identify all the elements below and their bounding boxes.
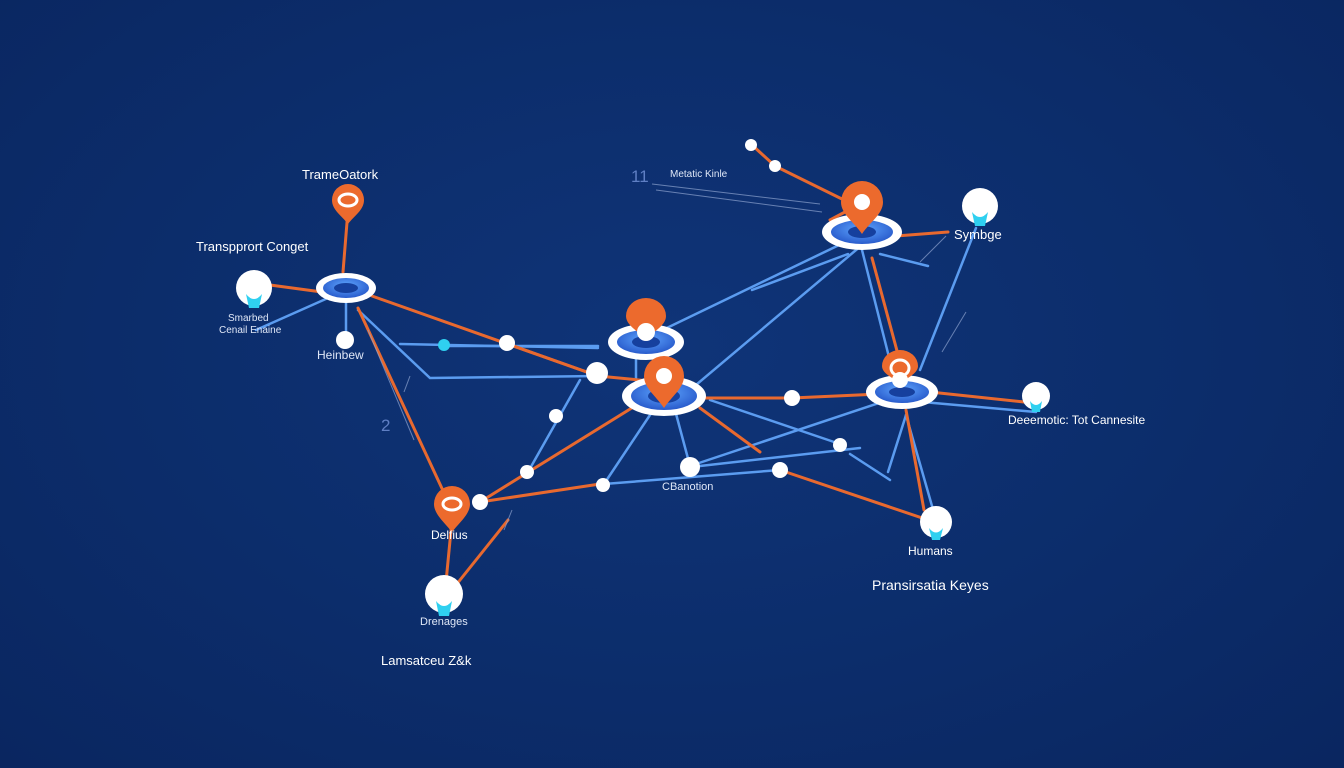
node-dot-icon [769, 160, 781, 172]
lightbulb-icon [1022, 382, 1050, 412]
edge [356, 308, 600, 380]
label-number-2: 2 [381, 416, 391, 435]
label-cenail-enaine: Cenail Enaine [219, 325, 282, 336]
edge [698, 406, 762, 454]
edge [688, 243, 864, 392]
edge [778, 468, 936, 524]
label-delfius: Delfius [431, 528, 468, 542]
label-metatic-kinle: Metatic Kinle [670, 169, 728, 180]
hub-gear-icon [866, 375, 938, 409]
edge [673, 408, 692, 468]
node-dot-icon [472, 494, 488, 510]
node-dot-icon [336, 331, 354, 349]
node-dot-icon [549, 409, 563, 423]
edge [928, 390, 1026, 404]
node-dot-icon [438, 339, 450, 351]
lightbulb-icon [962, 188, 998, 226]
node-dot-icon [499, 335, 515, 351]
label-humans: Humans [908, 544, 953, 558]
lightbulb-icon [920, 506, 952, 540]
edge [894, 230, 950, 238]
annotation-line [919, 235, 947, 263]
label-cbanotion: CBanotion [662, 481, 714, 493]
lightbulb-icon [236, 270, 272, 308]
edge [886, 413, 908, 474]
label-number-11: 11 [631, 167, 649, 186]
edge [773, 164, 850, 204]
node-dots [336, 139, 847, 510]
lightbulb-icon [425, 575, 463, 616]
edge [870, 256, 902, 364]
edge [526, 378, 582, 474]
edge [602, 468, 782, 486]
hub-gear-icon [608, 324, 684, 360]
edge [356, 306, 454, 512]
annotation-line [941, 311, 967, 353]
location-pin-icon [882, 350, 918, 388]
edge [750, 252, 850, 292]
edge [644, 232, 864, 340]
edge [698, 446, 862, 468]
label-drenages: Drenages [420, 616, 468, 628]
label-transport-conget: Transpprort Conget [196, 239, 309, 254]
annotation-line [367, 329, 415, 441]
edge [478, 482, 602, 504]
label-lamsatceu: Lamsatceu Z&k [381, 653, 472, 668]
label-smarbed: Smarbed [228, 313, 269, 324]
hub-gear-icon [316, 273, 376, 303]
location-pin-icon [332, 184, 364, 224]
edge [506, 342, 600, 378]
annotation-strokes [367, 183, 967, 531]
node-dot-icon [520, 465, 534, 479]
edge [268, 283, 324, 294]
location-pin-icon [841, 181, 883, 234]
node-dot-icon [745, 139, 757, 151]
edge [708, 398, 842, 446]
location-pin-icon [626, 298, 666, 341]
edge [848, 452, 892, 482]
node-dot-icon [772, 462, 788, 478]
node-dot-icon [784, 390, 800, 406]
annotation-line [503, 509, 513, 531]
location-pin-icon [644, 356, 684, 408]
node-dot-icon [586, 362, 608, 384]
edge [878, 252, 930, 268]
node-dot-icon [833, 438, 847, 452]
label-deeemotic: Deeemotic: Tot Cannesite [1008, 413, 1146, 427]
label-pransirsatia-keyes: Pransirsatia Keyes [872, 577, 989, 593]
edge [904, 408, 926, 512]
label-trameoatork: TrameOatork [302, 167, 379, 182]
label-heinbew: Heinbew [317, 348, 364, 362]
location-pin-icon [434, 486, 470, 532]
edge [828, 210, 847, 222]
edge [790, 392, 882, 400]
label-symbge: Symbge [954, 227, 1002, 242]
annotation-line [651, 183, 821, 205]
annotation-line [403, 375, 411, 393]
edge [918, 226, 978, 372]
node-dot-icon [596, 478, 610, 492]
annotation-line [655, 189, 823, 213]
node-dot-icon [680, 457, 700, 477]
edge [688, 394, 902, 468]
